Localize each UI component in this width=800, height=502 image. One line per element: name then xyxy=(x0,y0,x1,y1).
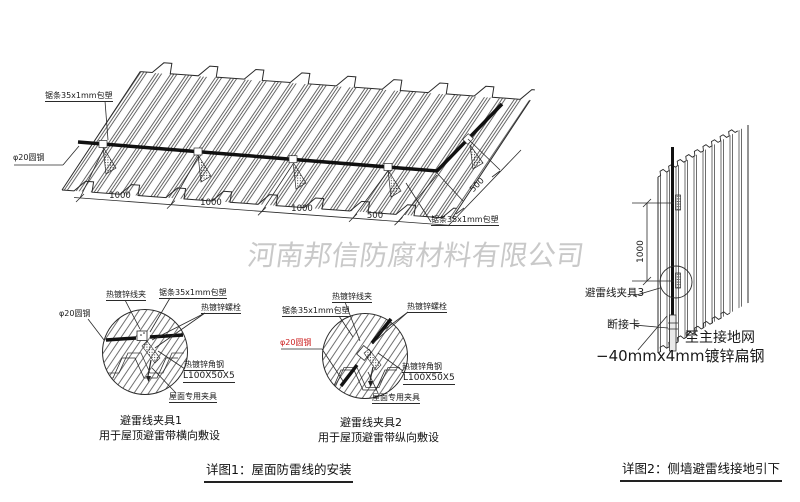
roof-strip-label-top: 锯条35x1mm包塑 xyxy=(45,91,113,102)
wall-disconnect-label: 断接卡 xyxy=(607,318,640,331)
detail-circle-1 xyxy=(87,297,206,395)
roof-dimension-lines xyxy=(73,138,522,227)
d2-wire-clamp-label: 热镀锌线夹 xyxy=(332,292,372,303)
d1-strip-label: 锯条35x1mm包塑 xyxy=(159,288,227,299)
d1-angle-label: 热镀锌角钢 xyxy=(184,360,224,371)
wall-dimension-lines xyxy=(632,198,674,286)
d2-subtitle: 用于屋顶避雷带纵向敷设 xyxy=(318,431,439,444)
caption-detail-1: 详图1：屋面防雷线的安装 xyxy=(204,459,354,483)
roof-sheet xyxy=(14,50,560,227)
detail-circle-2 xyxy=(281,301,409,399)
d2-bolt-label: 热镀锌螺栓 xyxy=(407,302,447,313)
d2-angle-size-label: L100X50X5 xyxy=(403,373,455,385)
d2-strip-label: 锯条35x1mm包塑 xyxy=(282,306,350,317)
d1-subtitle: 用于屋顶避雷带横向敷设 xyxy=(99,429,220,442)
d1-angle-size-label: L100X50X5 xyxy=(183,371,235,383)
d2-roof-clamp-label: 屋面专用夹具 xyxy=(372,393,420,404)
d1-title: 避雷线夹具1 xyxy=(120,414,182,427)
d2-rod-label: φ20圆钢 xyxy=(280,338,312,347)
roof-strip-label-bottom: 锯条35x1mm包塑 xyxy=(431,215,499,226)
d2-title: 避雷线夹具2 xyxy=(340,416,402,429)
d1-roof-clamp-label: 屋面专用夹具 xyxy=(169,392,217,403)
d1-wire-clamp-label: 热镀锌线夹 xyxy=(106,290,146,301)
d2-angle-label: 热镀锌角钢 xyxy=(402,362,442,373)
wall-sheet xyxy=(632,125,749,354)
roof-dim-1000-3: 1000 xyxy=(291,204,313,214)
wall-flat-steel-label: −40mmx4mm镀锌扁钢 xyxy=(596,347,765,365)
wall-to-ground-label: 至主接地网 xyxy=(685,330,755,346)
watermark-text: 河南邦信防腐材料有限公司 xyxy=(245,239,587,272)
roof-dim-1000-1: 1000 xyxy=(109,191,131,201)
d1-rod-label: φ20圆钢 xyxy=(59,309,91,318)
caption-detail-2: 详图2：侧墙避雷线接地引下 xyxy=(620,458,782,482)
roof-dim-1000-2: 1000 xyxy=(200,198,222,208)
wall-clamp3-label: 避雷线夹具3 xyxy=(585,287,645,299)
roof-rod-label: φ20圆钢 xyxy=(13,153,45,162)
roof-dim-500: 500 xyxy=(366,211,384,221)
d1-bolt-label: 热镀锌螺栓 xyxy=(201,303,241,314)
wall-dim-1000: 1000 xyxy=(636,240,646,263)
